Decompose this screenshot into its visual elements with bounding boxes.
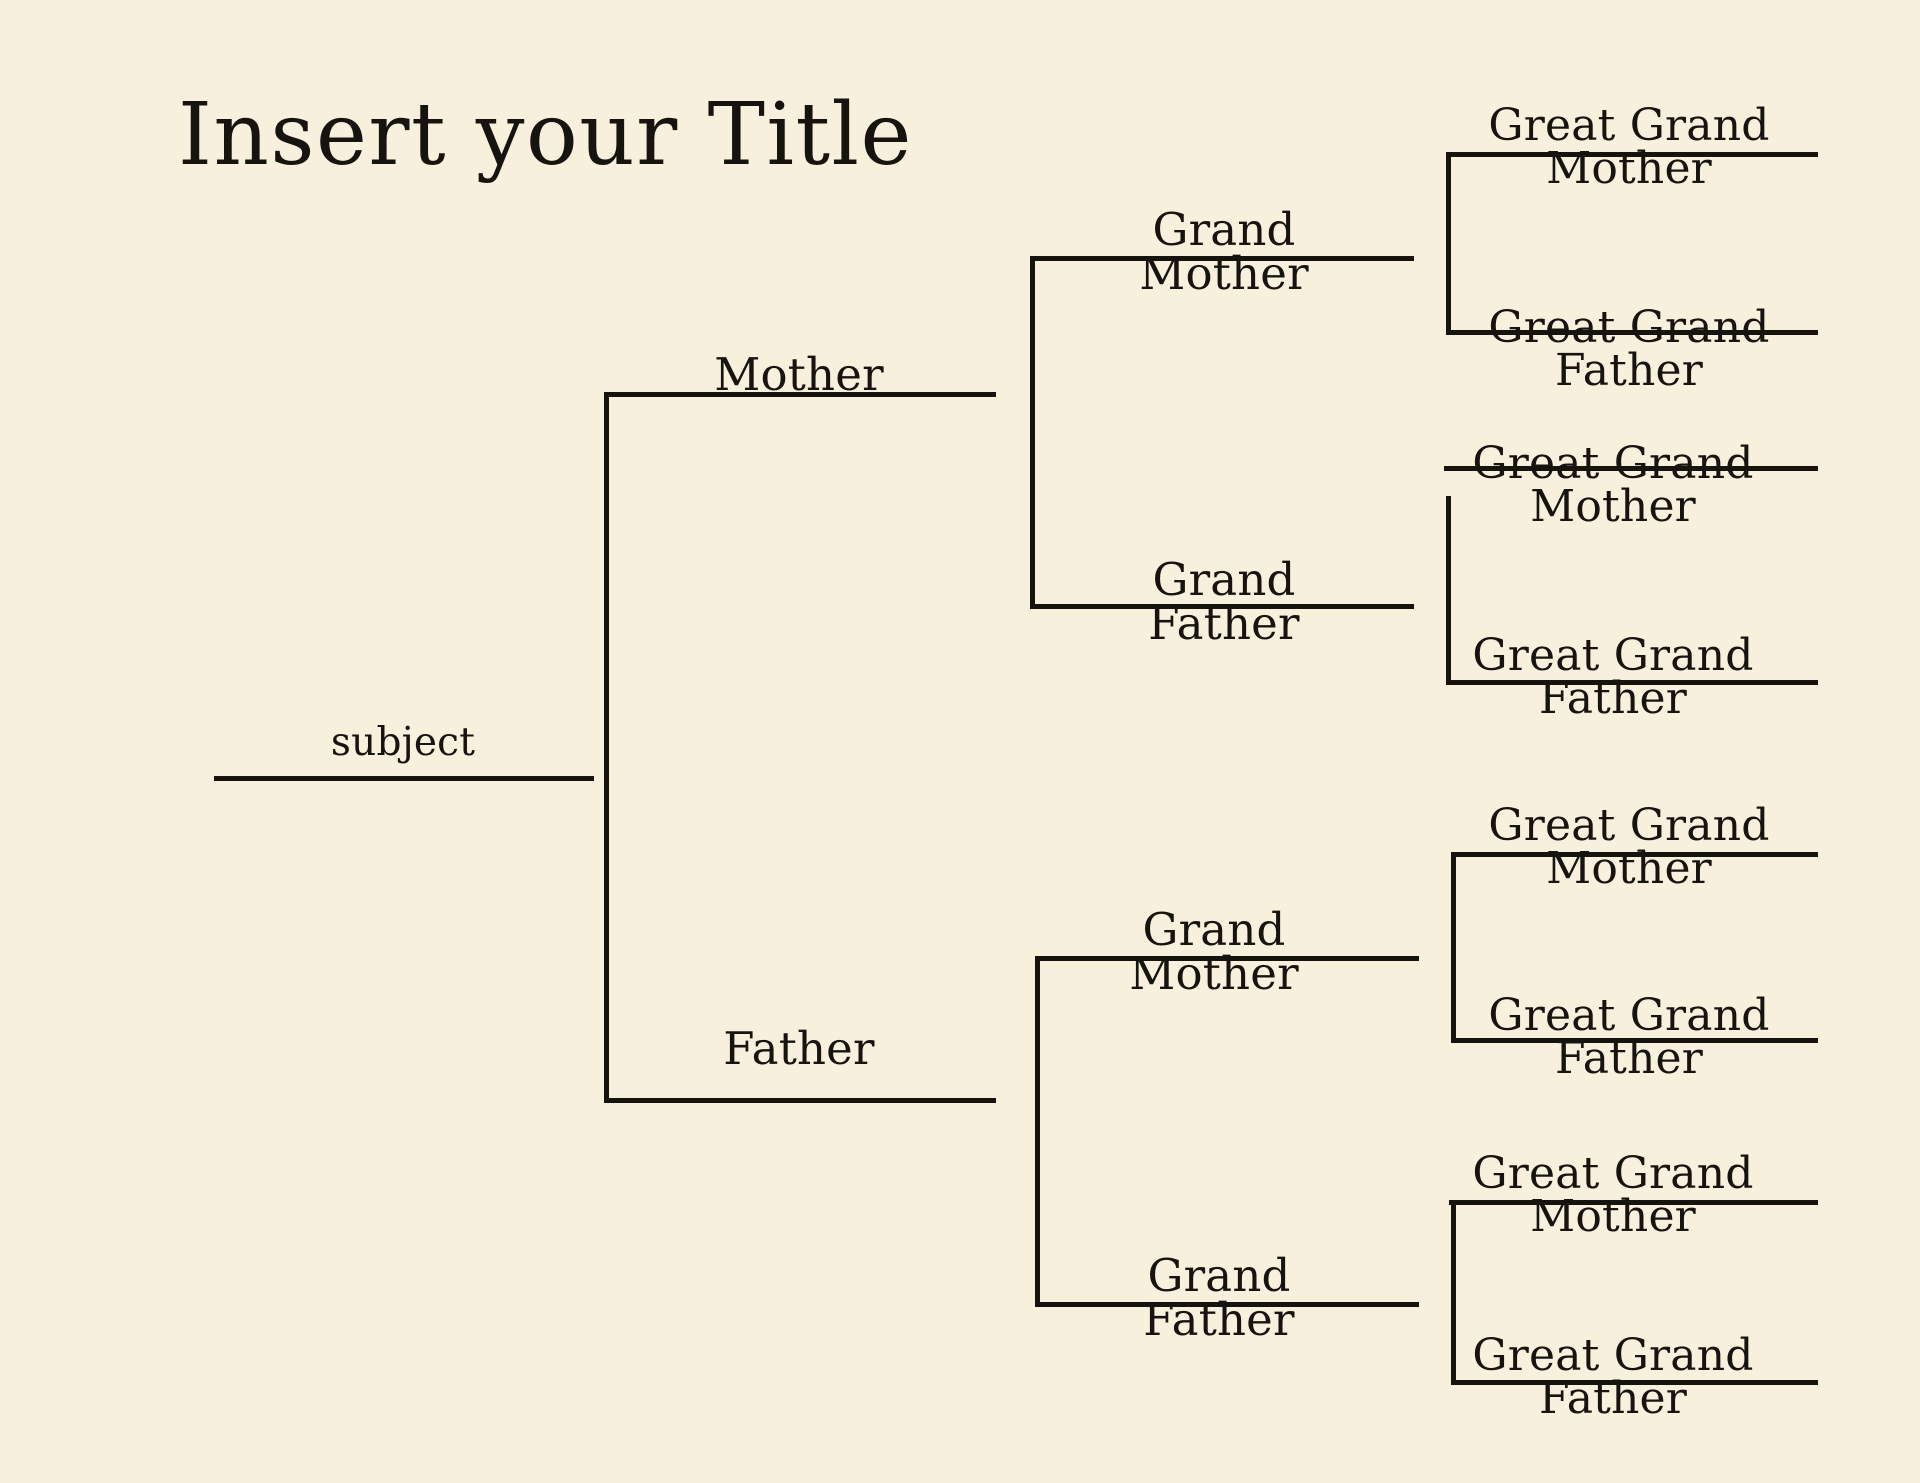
ggm-3-line1: Great Grand (1488, 800, 1770, 851)
ggm-4-label[interactable]: Great Grand Mother (1424, 1148, 1802, 1243)
connector-cluster-3 (1451, 852, 1456, 1038)
ggf-3-line2: Father (1554, 1033, 1704, 1085)
ggf-2-label[interactable]: Great Grand Father (1424, 630, 1802, 725)
paternal-grandmother-line2: Mother (1129, 947, 1299, 1001)
maternal-grandmother-line2: Mother (1139, 247, 1309, 301)
ggf-4-line2: Father (1538, 1373, 1688, 1425)
ggm-3-rule (1451, 852, 1818, 857)
ggm-1-line1: Great Grand (1488, 100, 1770, 151)
ggm-3-label[interactable]: Great Grand Mother (1440, 800, 1818, 895)
subject-rule (214, 776, 594, 781)
ggm-2-rule (1444, 466, 1818, 471)
ggm-3-line2: Mother (1546, 843, 1712, 895)
paternal-grandmother-line1: Grand (1142, 903, 1286, 956)
paternal-grandmother-label[interactable]: Grand Mother (1024, 903, 1404, 1001)
ggf-3-label[interactable]: Great Grand Father (1440, 990, 1818, 1085)
paternal-grandfather-rule (1035, 1302, 1419, 1307)
mother-rule (604, 392, 996, 397)
father-rule (604, 1098, 996, 1103)
ggm-4-rule (1449, 1200, 1818, 1205)
ggf-2-rule (1446, 680, 1818, 685)
ggf-3-line1: Great Grand (1488, 990, 1770, 1041)
connector-father-to-grandparents (1035, 956, 1040, 1306)
subject-label[interactable]: subject (330, 720, 476, 765)
ggf-1-rule (1446, 330, 1818, 335)
page-title: Insert your Title (178, 85, 913, 185)
ggf-1-line2: Father (1554, 345, 1704, 397)
ggf-2-line2: Father (1538, 673, 1688, 725)
maternal-grandfather-rule (1030, 604, 1414, 609)
ggf-1-line1: Great Grand (1488, 302, 1770, 353)
father-label[interactable]: Father (723, 1022, 875, 1075)
ggf-2-line1: Great Grand (1472, 630, 1754, 681)
ggm-1-label[interactable]: Great Grand Mother (1440, 100, 1818, 195)
paternal-grandfather-line2: Father (1143, 1293, 1295, 1347)
paternal-grandfather-line1: Grand (1147, 1249, 1291, 1302)
ggf-3-rule (1451, 1038, 1818, 1043)
maternal-grandfather-label[interactable]: Grand Father (1034, 553, 1414, 651)
maternal-grandfather-line1: Grand (1152, 553, 1296, 606)
ggm-4-line2: Mother (1530, 1191, 1696, 1243)
ggm-2-label[interactable]: Great Grand Mother (1424, 438, 1802, 533)
ggm-1-rule (1446, 152, 1818, 157)
paternal-grandfather-label[interactable]: Grand Father (1029, 1249, 1409, 1347)
ggf-1-label[interactable]: Great Grand Father (1440, 302, 1818, 397)
connector-subject-to-parents (604, 392, 609, 1102)
connector-cluster-4 (1451, 1200, 1456, 1380)
ggf-4-line1: Great Grand (1472, 1330, 1754, 1381)
maternal-grandmother-rule (1030, 256, 1414, 261)
connector-cluster-1 (1446, 152, 1451, 330)
ggm-2-line2: Mother (1530, 481, 1696, 533)
ggf-4-rule (1451, 1380, 1818, 1385)
connector-cluster-2 (1446, 496, 1451, 680)
paternal-grandmother-rule (1035, 956, 1419, 961)
maternal-grandfather-line2: Father (1148, 597, 1300, 651)
ggf-4-label[interactable]: Great Grand Father (1424, 1330, 1802, 1425)
ggm-4-line1: Great Grand (1472, 1148, 1754, 1199)
ggm-2-line1: Great Grand (1472, 438, 1754, 489)
maternal-grandmother-label[interactable]: Grand Mother (1034, 203, 1414, 301)
mother-label[interactable]: Mother (714, 348, 884, 401)
ggm-1-line2: Mother (1546, 143, 1712, 195)
maternal-grandmother-line1: Grand (1152, 203, 1296, 256)
connector-mother-to-grandparents (1030, 256, 1035, 606)
